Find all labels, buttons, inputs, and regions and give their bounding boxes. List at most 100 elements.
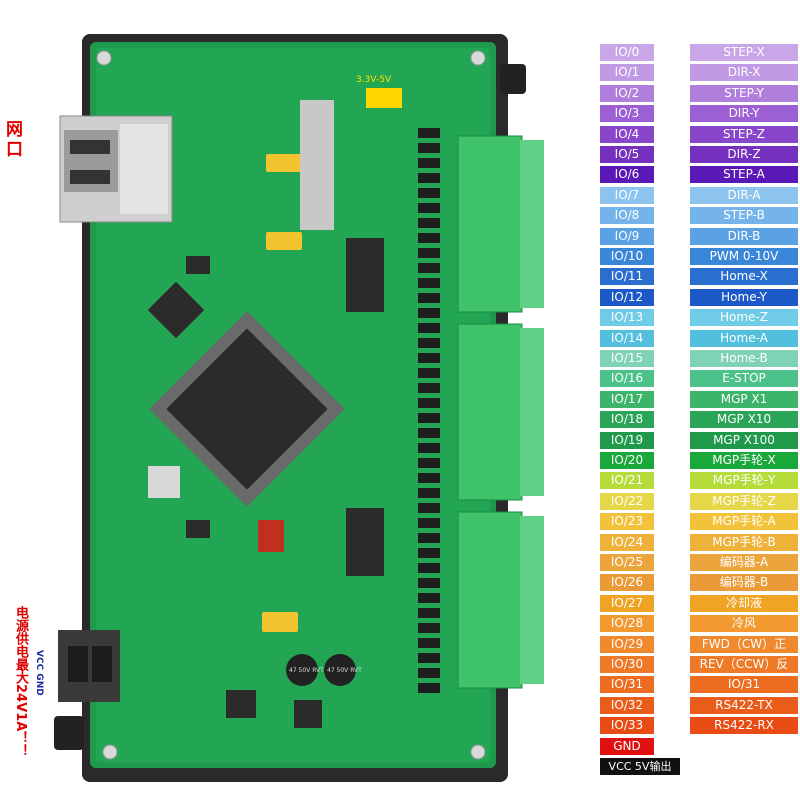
- capacitor-2-label: 47 50V RVT: [327, 667, 362, 674]
- capacitor-1-label: 47 50V RVT: [289, 667, 324, 674]
- pin-function-label: Home-B: [690, 350, 798, 367]
- resistor: [418, 188, 440, 198]
- pin-function-label: MGP X100: [690, 431, 798, 449]
- resistor: [418, 308, 440, 318]
- resistor-array: [418, 128, 440, 693]
- pin-io-label: IO/32: [600, 696, 654, 714]
- small-ic-1: [186, 256, 210, 274]
- pin-function-label: Home-A: [690, 329, 798, 347]
- pin-io-label: IO/17: [600, 390, 654, 408]
- power-ic: [226, 690, 256, 718]
- pin-function-label: DIR-B: [690, 227, 798, 245]
- resistor: [418, 593, 440, 603]
- vcc-gnd-label: VCC GND: [34, 650, 44, 696]
- inductor: [294, 700, 322, 728]
- pin-io-label: IO/24: [600, 533, 654, 551]
- power-supply-note: 电源供电最大24V1A！！: [13, 606, 28, 758]
- pin-function-label: Home-Z: [690, 309, 798, 327]
- resistor: [418, 398, 440, 408]
- pin-io-label: IO/15: [600, 350, 654, 367]
- small-ic-2: [186, 520, 210, 538]
- resistor: [418, 323, 440, 333]
- pin-function-label: RS422-TX: [690, 696, 798, 714]
- pin-io-label: VCC 5V输出: [600, 758, 680, 775]
- pin-function-label: REV（CCW）反: [690, 656, 798, 673]
- pin-io-label: IO/3: [600, 105, 654, 123]
- pin-io-label: IO/14: [600, 329, 654, 347]
- driver-ic-2: [346, 508, 384, 576]
- pin-io-label: IO/22: [600, 492, 654, 510]
- pin-function-label: DIR-A: [690, 186, 798, 204]
- net-port-label: 网口: [6, 120, 23, 160]
- terminal-blocks: [457, 135, 544, 689]
- pin-function-label: MGP手轮-Y: [690, 472, 798, 490]
- pin-io-label: IO/8: [600, 207, 654, 225]
- pin-io-label: IO/2: [600, 84, 654, 102]
- pin-io-label: IO/4: [600, 125, 654, 143]
- pin-function-label: 冷却液: [690, 594, 798, 612]
- pin-function-label: STEP-Z: [690, 125, 798, 143]
- resistor: [418, 503, 440, 513]
- resistor: [418, 578, 440, 588]
- pin-function-label: DIR-Y: [690, 105, 798, 123]
- resistor: [418, 128, 440, 138]
- resistor: [418, 173, 440, 183]
- resistor: [418, 533, 440, 543]
- pin-function-label: DIR-X: [690, 64, 798, 82]
- pin-io-label: IO/10: [600, 248, 654, 265]
- resistor: [418, 158, 440, 168]
- pin-io-label: IO/11: [600, 268, 654, 286]
- resistor: [418, 248, 440, 258]
- pin-io-label: IO/18: [600, 411, 654, 429]
- pin-function-label: 冷风: [690, 615, 798, 633]
- tantalum-cap-1: [266, 154, 302, 172]
- pin-function-label: DIR-Z: [690, 146, 798, 163]
- resistor: [418, 263, 440, 273]
- tantalum-cap-3: [262, 612, 298, 632]
- heat-plate: [300, 100, 334, 230]
- driver-ic-1: [346, 238, 384, 312]
- resistor: [418, 413, 440, 423]
- pin-function-label: STEP-X: [690, 44, 798, 61]
- pin-io-label: IO/25: [600, 554, 654, 571]
- pin-function-label: STEP-B: [690, 207, 798, 225]
- pin-io-label: GND: [600, 737, 654, 755]
- pin-function-label: Home-Y: [690, 288, 798, 306]
- resistor: [418, 233, 440, 243]
- pin-function-label: IO/31: [690, 676, 798, 694]
- pin-io-label: IO/6: [600, 166, 654, 184]
- pin-function-label: E-STOP: [690, 370, 798, 388]
- tantalum-cap-2: [266, 232, 302, 250]
- pin-io-label: IO/12: [600, 288, 654, 306]
- pin-function-label: RS422-RX: [690, 717, 798, 735]
- resistor: [418, 638, 440, 648]
- pin-io-label: IO/28: [600, 615, 654, 633]
- resistor: [418, 473, 440, 483]
- pin-io-label: IO/16: [600, 370, 654, 388]
- resistor: [418, 563, 440, 573]
- pin-function-label: MGP手轮-B: [690, 533, 798, 551]
- mount-ear-bottom-left: [54, 716, 84, 750]
- pin-io-label: IO/26: [600, 574, 654, 592]
- pin-function-label: STEP-Y: [690, 84, 798, 102]
- pin-io-label: IO/5: [600, 146, 654, 163]
- pin-function-label: STEP-A: [690, 166, 798, 184]
- ethernet-port: [59, 115, 173, 223]
- pin-io-label: IO/20: [600, 452, 654, 469]
- crystal: [148, 466, 180, 498]
- resistor: [418, 443, 440, 453]
- resistor: [418, 278, 440, 288]
- resistor: [418, 548, 440, 558]
- jumper-header: [366, 88, 402, 108]
- resistor: [418, 518, 440, 528]
- pin-io-label: IO/7: [600, 186, 654, 204]
- pin-io-label: IO/23: [600, 513, 654, 531]
- resistor: [418, 608, 440, 618]
- pin-function-label: MGP X1: [690, 390, 798, 408]
- pin-io-label: IO/30: [600, 656, 654, 673]
- voltage-jumper-label: 3.3V-5V: [356, 75, 392, 85]
- resistor: [418, 683, 440, 693]
- pin-function-label: PWM 0-10V: [690, 248, 798, 265]
- electrolytic-capacitors: 47 50V RVT 47 50V RVT: [286, 654, 362, 686]
